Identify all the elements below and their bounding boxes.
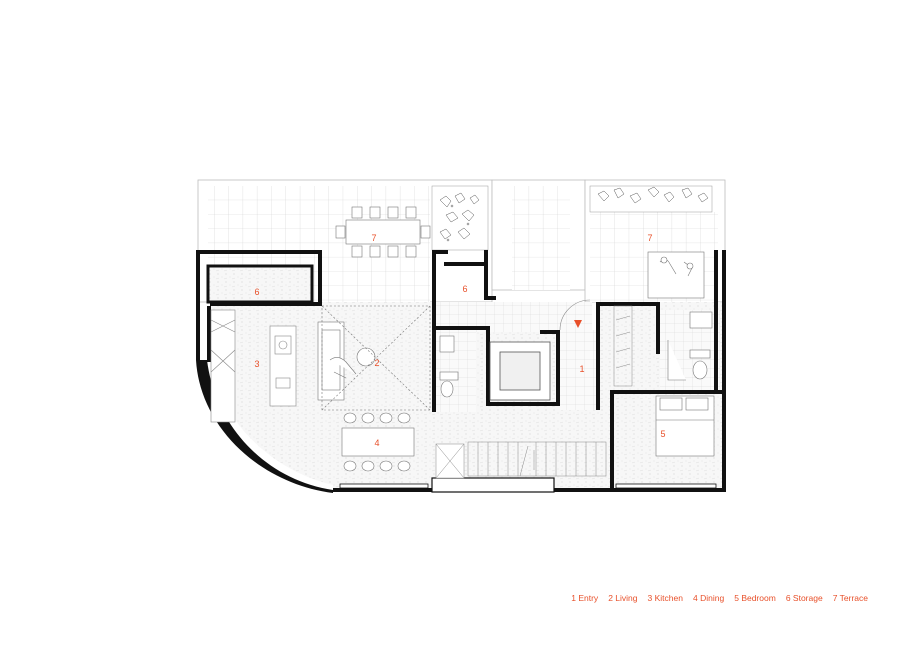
wardrobe-icon — [613, 305, 633, 387]
room-number: 3 — [254, 359, 259, 369]
room-number: 7 — [647, 233, 652, 243]
legend-item: 3 Kitchen — [647, 593, 683, 603]
bed-icon — [655, 395, 715, 457]
room-number: 7 — [371, 233, 376, 243]
room-labels: 7 7 6 6 3 2 1 5 4 — [254, 233, 665, 448]
kitchen-counter-icon — [206, 264, 314, 423]
stair-icon — [435, 441, 607, 479]
room-number: 4 — [374, 438, 379, 448]
room-number: 6 — [254, 287, 259, 297]
sofa-icon — [317, 321, 376, 401]
walls — [196, 250, 726, 493]
entry-door-icon — [559, 299, 591, 331]
legend-item: 5 Bedroom — [734, 593, 776, 603]
room-number: 5 — [660, 429, 665, 439]
legend-item: 6 Storage — [785, 593, 823, 603]
living-diagonals — [321, 305, 431, 411]
room-number: 1 — [579, 364, 584, 374]
room-number: 2 — [374, 358, 379, 368]
legend-item: 4 Dining — [692, 593, 725, 603]
bathroom-fixtures-icon — [439, 311, 713, 398]
legend-item: 2 Living — [608, 593, 638, 603]
lounger-icon — [647, 251, 705, 299]
legend-item: 1 Entry — [571, 593, 599, 603]
room-number: 6 — [462, 284, 467, 294]
planter-left-icon — [431, 185, 489, 251]
windows — [339, 483, 717, 489]
terrace-table-icon — [335, 206, 431, 258]
planter-right-icon — [589, 185, 713, 213]
elevator-icon — [489, 341, 551, 401]
legend: 1 Entry 2 Living 3 Kitchen 4 Dining 5 Be… — [571, 593, 868, 603]
dining-table-icon — [341, 412, 415, 472]
terrace-middle — [491, 179, 586, 291]
legend-item: 7 Terrace — [832, 593, 868, 603]
